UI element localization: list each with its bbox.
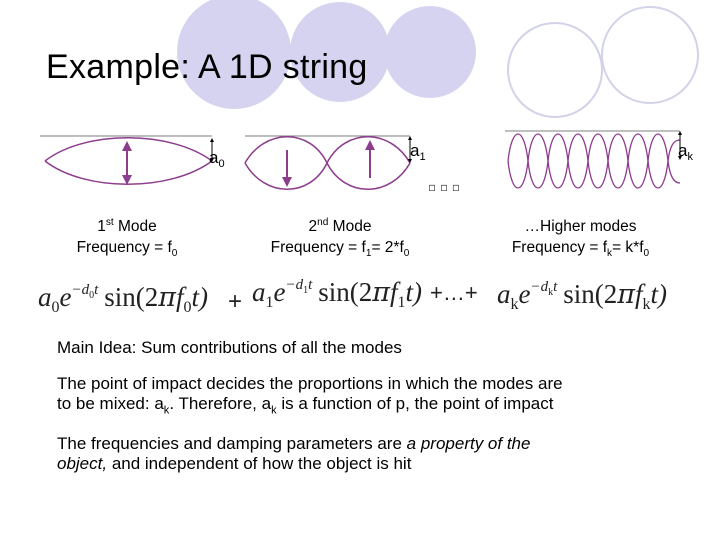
formula-plus-ellipsis: +…+	[430, 280, 478, 305]
main-idea-text: Main Idea: Sum contributions of all the …	[57, 338, 697, 358]
formula-plus: +	[228, 288, 242, 315]
impact-paragraph: The point of impact decides the proporti…	[57, 374, 697, 414]
frequencies-paragraph: The frequencies and damping parameters a…	[57, 434, 697, 474]
